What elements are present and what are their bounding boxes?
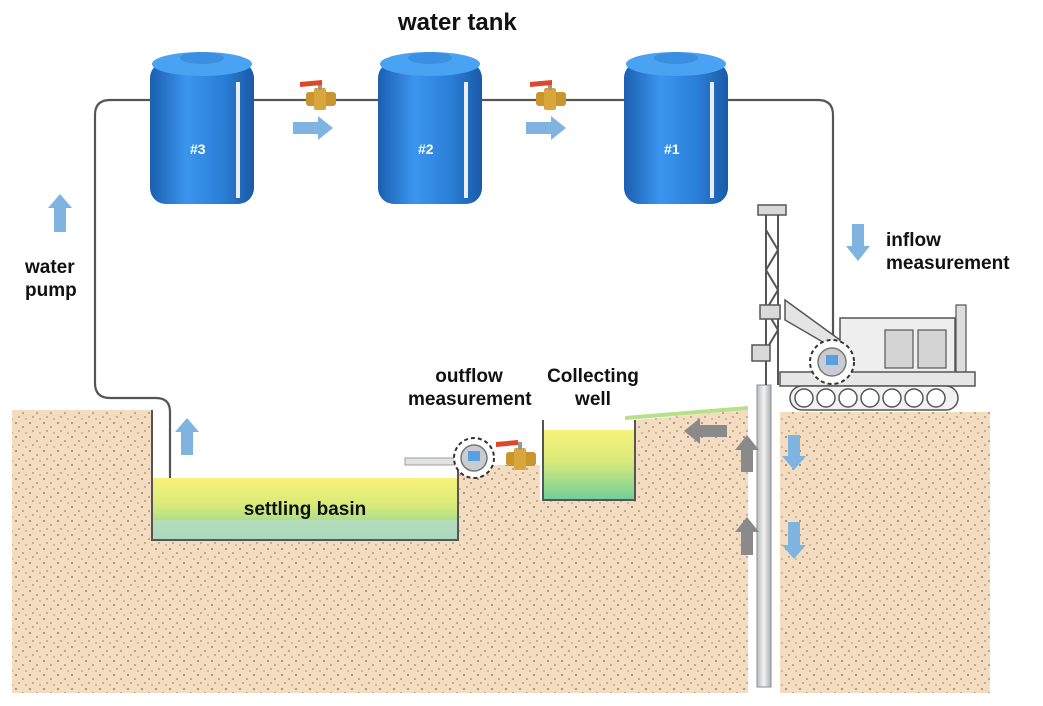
ground [12, 410, 990, 693]
water-tank-3: #3 [150, 52, 254, 204]
arrow-right-icon [293, 116, 333, 140]
water-pump-label-line-1: water [25, 257, 75, 278]
arrow-down-icon [782, 522, 806, 559]
ground-surface-green [624, 406, 749, 420]
circulation-pipe-outline [93, 98, 835, 478]
flow-meter-icon [453, 437, 495, 479]
outflow-label-line-1: outflow [435, 366, 503, 387]
arrow-down-icon [846, 224, 870, 261]
inflow-measurement-label: inflow measurement [886, 229, 1010, 275]
collecting-well-label: Collecting well [536, 365, 650, 411]
borehole [748, 384, 780, 695]
water-tank-2: #2 [378, 52, 482, 204]
water-pump-label-line-2: pump [25, 280, 77, 301]
collecting-well [542, 420, 636, 501]
inflow-label-line-2: measurement [886, 253, 1010, 274]
arrow-up-icon [735, 435, 759, 472]
diagram-title: water tank [398, 9, 517, 36]
collecting-well-label-line-2: well [575, 389, 611, 410]
settling-basin-label: settling basin [243, 499, 367, 520]
arrow-up-icon [735, 517, 759, 555]
valve-icon [300, 80, 336, 110]
flow-meter-icon [809, 339, 855, 385]
arrow-left-icon [684, 418, 727, 444]
arrow-right-icon [526, 116, 566, 140]
inflow-label-line-1: inflow [886, 230, 941, 251]
tank-label-3: #3 [190, 141, 206, 157]
water-pump-label: water pump [25, 256, 77, 302]
settling-basin [151, 410, 459, 541]
outflow-label-line-2: measurement [408, 389, 532, 410]
tank-label-2: #2 [418, 141, 434, 157]
valve-icon [496, 440, 536, 470]
tank-label-1: #1 [664, 141, 680, 157]
water-tank-1: #1 [624, 52, 728, 204]
collecting-well-label-line-1: Collecting [547, 366, 639, 387]
drilling-rig-icon [751, 204, 976, 411]
arrow-down-icon [782, 435, 806, 470]
outflow-measurement-label: outflow measurement [408, 365, 532, 411]
arrow-up-icon [48, 194, 72, 232]
arrow-up-icon [175, 418, 199, 455]
valve-icon [530, 80, 566, 110]
outflow-pipe [404, 457, 458, 466]
